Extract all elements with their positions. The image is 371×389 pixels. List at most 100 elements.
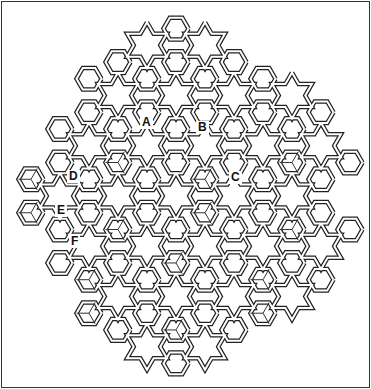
tile-outline [222,319,247,341]
tile-outline [301,223,341,269]
tile-outline [106,118,131,140]
cube-edge [205,179,211,190]
cube-edge [106,162,119,163]
tile-outline [77,168,102,190]
tile-outline [164,18,189,40]
tile-outline [135,302,160,324]
tile-gap [98,273,138,319]
tile-gap [164,18,189,40]
cube-edge [280,162,293,163]
tile-outline [309,168,334,190]
tile-gap [272,73,312,119]
tile-gap [69,123,109,169]
cube-edge [77,313,90,314]
cube-edge [205,202,211,213]
cube-edge [193,179,206,180]
tile-outline [272,273,312,319]
tile-gap [272,273,312,319]
tile-outline [77,202,102,224]
tile-outline [135,269,160,291]
cube-edge [251,313,264,314]
cube-edge [292,229,298,240]
tile-outline [193,269,218,291]
cube-edge [19,179,32,180]
cube-edge [205,168,211,179]
tile-gap [193,202,218,224]
tile-gap [222,219,247,241]
tile-outline [251,202,276,224]
tile-outline [272,73,312,119]
cube-edge [164,262,177,263]
tile-outline [164,219,189,241]
cube-edge [89,313,95,324]
tile-gap [135,168,160,190]
tile-gap [106,118,131,140]
tile-gap [338,219,363,241]
tile-outline [98,273,138,319]
tile-outline [193,101,218,123]
tile-gap [164,152,189,174]
cube-edge [263,280,269,291]
tile-gap [77,168,102,190]
tile-outline [77,269,102,291]
tile-outline [135,168,160,190]
tile-outline [77,68,102,90]
tile-outline [214,73,254,119]
tile-gap [309,101,334,123]
tile-outline [214,273,254,319]
tile-gap [106,219,131,241]
tile-gap [251,168,276,190]
tile-outline [77,101,102,123]
tile-gap [48,252,73,274]
tile-gap [301,123,341,169]
point-label: A [140,116,153,129]
tile-gap [280,118,305,140]
star-hexagon-pattern [19,18,363,375]
tile-gap [127,223,167,269]
tile-gap [106,152,131,174]
tile-gap [19,168,44,190]
cube-edge [19,212,32,213]
tile-outline [222,252,247,274]
tile-gap [251,202,276,224]
tile-outline [106,319,131,341]
tile-gap [69,223,109,269]
cube-edge [31,179,37,190]
tile-gap [164,51,189,73]
tile-outline [222,51,247,73]
tile-outline [251,68,276,90]
tile-gap [309,168,334,190]
tile-outline [135,202,160,224]
tile-outline [243,123,283,169]
tile-gap [106,319,131,341]
cube-edge [31,168,37,179]
tile-gap [156,173,196,219]
tile-gap [280,152,305,174]
point-label: C [229,171,242,184]
tile-outline [251,168,276,190]
tile-gap [185,22,225,68]
tile-outline [48,118,73,140]
cube-edge [263,269,269,280]
cube-edge [292,219,298,230]
cube-edge [176,319,182,330]
tile-gap [127,123,167,169]
cube-edge [89,280,95,291]
tile-gap [164,353,189,375]
tile-outline [156,173,196,219]
cube-edge [292,152,298,163]
tile-outline [164,252,189,274]
cube-edge [118,152,124,163]
tile-gap [127,22,167,68]
cube-edge [263,313,269,324]
tile-gap [272,173,312,219]
tile-outline [280,252,305,274]
tile-gap [222,118,247,140]
tile-outline [301,123,341,169]
tile-gap [156,73,196,119]
tile-outline [98,73,138,119]
tile-gap [301,223,341,269]
tile-gap [193,302,218,324]
tile-gap [243,223,283,269]
